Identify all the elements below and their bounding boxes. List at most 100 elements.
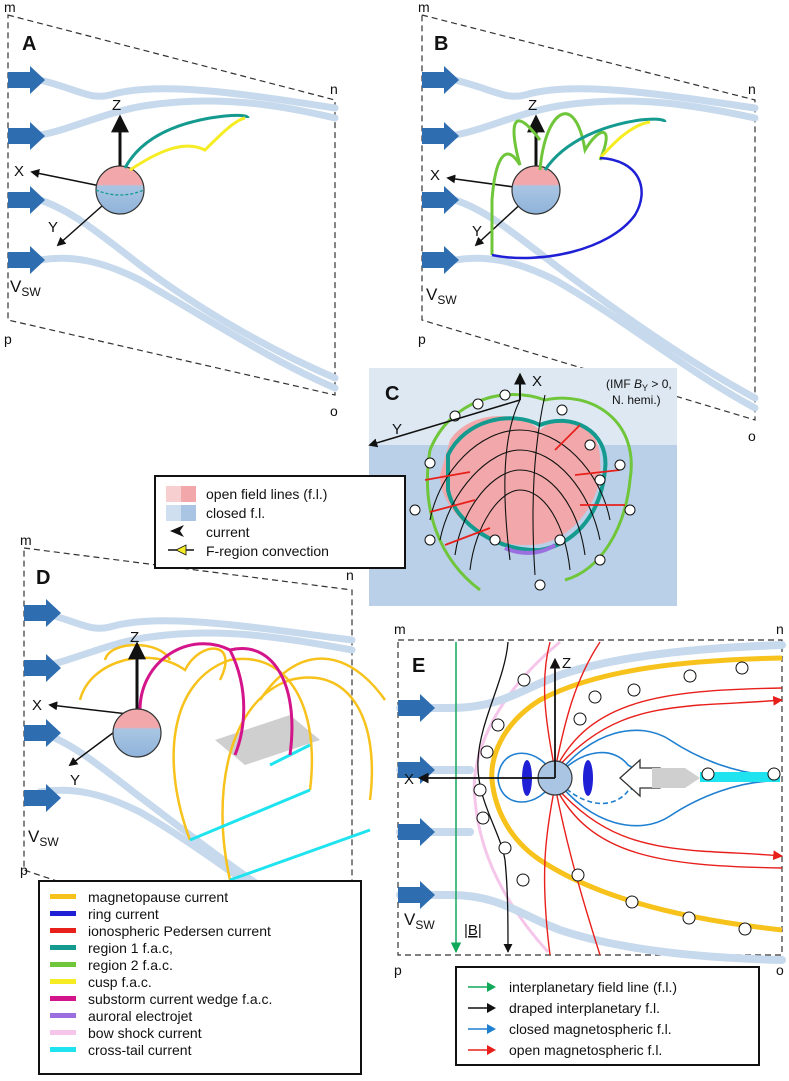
legend-color-swatch — [50, 996, 76, 1001]
axis-x-label: X — [404, 771, 414, 788]
legend-label: closed f.l. — [206, 504, 266, 521]
ring-current — [491, 156, 643, 260]
panel-b-magnetosheath-shells — [451, 76, 759, 412]
legend-arrow-icon — [467, 979, 497, 995]
legend-label: substorm current wedge f.a.c. — [88, 990, 273, 1007]
magnetopause-loops — [78, 643, 387, 881]
legend-panel-c: open field lines (f.l.) closed f.l. curr… — [154, 475, 406, 569]
axis-z-label: Z — [112, 97, 121, 114]
corner-m: m — [4, 0, 16, 15]
legend-arrow-icon — [467, 1000, 497, 1016]
ring-current-right — [583, 760, 593, 796]
corner-o: o — [748, 428, 756, 444]
region1-current — [543, 117, 667, 171]
legend-label: cross-tail current — [88, 1041, 192, 1058]
legend-label: magnetopause current — [88, 888, 229, 905]
earth — [95, 165, 145, 215]
open-field-swatch — [166, 485, 196, 502]
current-arrow-icon — [166, 524, 196, 540]
region1-current — [123, 113, 250, 169]
panel-e-solar-wind-arrows — [398, 694, 435, 909]
bow-shock-current — [472, 640, 561, 954]
corner-n: n — [748, 81, 756, 97]
legend-color-swatch — [50, 1047, 76, 1052]
legend-item: closed f.l. — [166, 503, 394, 522]
cross-tail-sheet — [215, 715, 320, 765]
panel-a-frame — [7, 14, 336, 396]
legend-color-swatch — [50, 894, 76, 899]
closed-field-swatch — [166, 504, 196, 521]
corner-m: m — [418, 0, 430, 15]
legend-label: ring current — [88, 905, 159, 922]
legend-color-swatch — [50, 928, 76, 933]
open-field-lines — [543, 641, 783, 956]
magnetopause-current-symbols — [473, 661, 781, 936]
panel-e: E m n p o Z X VSW |B| — [394, 621, 786, 978]
legend-item: F-region convection — [166, 541, 394, 560]
axis-y-label: Y — [48, 219, 58, 236]
legend-d-item: cross-tail current — [50, 1041, 350, 1058]
axis-y-label: Y — [392, 421, 402, 438]
legend-d-item: auroral electrojet — [50, 1007, 350, 1024]
legend-label: closed magnetospheric f.l. — [509, 1020, 672, 1037]
panel-b-solar-wind-arrows — [422, 66, 459, 274]
legend-d-item: ring current — [50, 905, 350, 922]
earth — [511, 165, 561, 215]
legend-label: interplanetary field line (f.l.) — [509, 978, 678, 995]
axis-x-label: X — [430, 167, 440, 184]
legend-d-item: bow shock current — [50, 1024, 350, 1041]
vsw-label: VSW — [10, 277, 41, 299]
corner-n: n — [776, 621, 784, 637]
panel-d-letter: D — [36, 567, 50, 589]
legend-e-item: interplanetary field line (f.l.) — [467, 976, 748, 997]
legend-d-item: cusp f.a.c. — [50, 973, 350, 990]
legend-label: open field lines (f.l.) — [206, 485, 328, 502]
panel-a: A m n p o Z X Y VSW — [4, 0, 339, 419]
vsw-label: VSW — [28, 827, 59, 849]
legend-label: region 1 f.a.c, — [88, 939, 173, 956]
open-field-region — [440, 416, 601, 546]
vsw-label: VSW — [426, 285, 457, 307]
legend-arrow-icon — [467, 1042, 497, 1058]
panel-d-solar-wind-arrows — [24, 599, 61, 812]
substorm-current-wedge — [138, 642, 294, 756]
fac-symbols — [409, 389, 636, 591]
legend-color-swatch — [50, 979, 76, 984]
panel-a-solar-wind-arrows — [8, 66, 45, 274]
corner-p: p — [20, 862, 28, 878]
vsw-label: VSW — [404, 910, 435, 932]
earth — [112, 708, 162, 758]
corner-p: p — [4, 331, 12, 347]
cusp-current — [129, 116, 246, 172]
panel-e-letter: E — [412, 655, 425, 677]
legend-label: bow shock current — [88, 1024, 202, 1041]
draped-field-line — [477, 641, 513, 953]
panel-e-frame — [397, 639, 783, 956]
legend-d-item: region 2 f.a.c. — [50, 956, 350, 973]
legend-d-item: region 1 f.a.c, — [50, 939, 350, 956]
legend-label: cusp f.a.c. — [88, 973, 152, 990]
panel-e-cross-tail-current — [700, 772, 780, 782]
plasma-sheet-patch — [652, 768, 700, 788]
legend-panel-e: interplanetary field line (f.l.)draped i… — [455, 966, 760, 1066]
legend-label: ionospheric Pedersen current — [88, 922, 271, 939]
legend-label: region 2 f.a.c. — [88, 956, 173, 973]
legend-label: current — [206, 523, 250, 540]
legend-label: F-region convection — [206, 542, 329, 559]
legend-color-swatch — [50, 962, 76, 967]
legend-e-item: closed magnetospheric f.l. — [467, 1018, 748, 1039]
corner-m: m — [394, 621, 406, 637]
legend-d-item: substorm current wedge f.a.c. — [50, 990, 350, 1007]
corner-o: o — [776, 962, 784, 978]
legend-e-rows: interplanetary field line (f.l.)draped i… — [467, 976, 748, 1060]
region2-current — [490, 119, 542, 255]
legend-label: auroral electrojet — [88, 1007, 193, 1024]
axis-z-label: Z — [528, 97, 537, 114]
axis-x-label: X — [532, 373, 542, 390]
imf-note-line2: N. hemi.) — [612, 393, 661, 407]
legend-arrow-icon — [467, 1021, 497, 1037]
legend-color-swatch — [50, 911, 76, 916]
legend-color-swatch — [50, 1030, 76, 1035]
legend-item: current — [166, 522, 394, 541]
